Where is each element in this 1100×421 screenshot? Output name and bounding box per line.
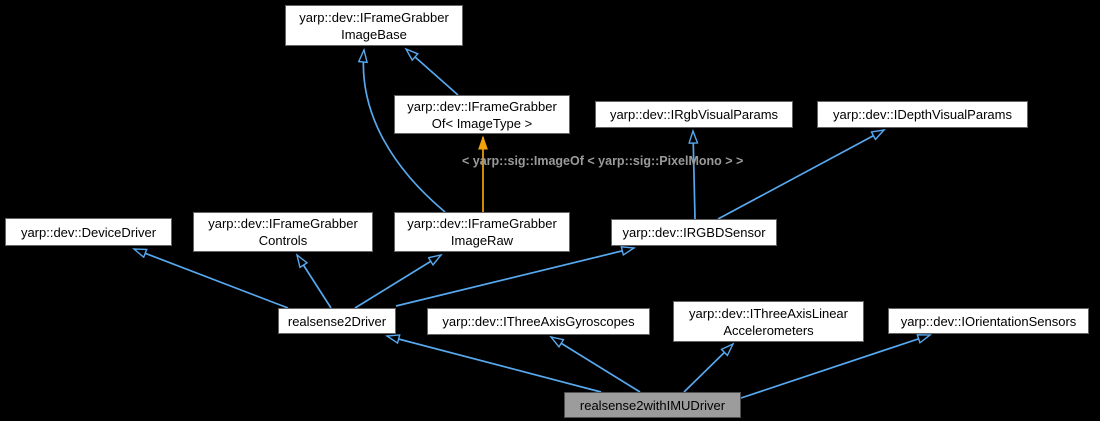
edge-iframegrabberimageraw-to-iframegrabber-imagebase (363, 50, 446, 213)
edge-realsense2withimudriver-to-ithreeaxisgyroscopes (551, 337, 641, 393)
template-args-line1: < yarp::sig::ImageOf (462, 154, 584, 168)
node-label: yarp::dev::IRGBDSensor (622, 225, 766, 240)
edge-realsense2driver-to-iframegrabbercontrols (297, 255, 332, 309)
edge-irgbdsensor-to-idepthvisualparams (717, 130, 884, 220)
node-label: realsense2Driver (287, 313, 387, 329)
node-irgbvisualparams[interactable]: yarp::dev::IRgbVisualParams (595, 101, 793, 128)
node-label: yarp::dev::IFrameGrabber (407, 216, 557, 231)
node-label: yarp::dev::IThreeAxisGyroscopes (442, 314, 635, 329)
node-label: Controls (258, 233, 308, 248)
edge-realsense2withimudriver-to-iorientationsensors (740, 335, 930, 399)
node-label: Accelerometers (723, 322, 814, 338)
edge-irgbdsensor-to-irgbvisualparams (693, 131, 695, 220)
edge-realsense2driver-to-devicedriver (134, 248, 289, 309)
node-label: ImageBase (341, 26, 407, 42)
edge-realsense2withimudriver-to-ithreeaxislinearaccelerometers (683, 344, 733, 393)
node-label: ImageRaw (450, 233, 514, 248)
node-label: yarp::dev::IOrientationSensors (900, 313, 1077, 329)
node-label: yarp::dev::IRgbVisualParams (609, 107, 779, 122)
node-label: yarp::dev::IFrameGrabber (299, 9, 449, 25)
node-label: yarp::dev::IDepthVisualParams (833, 107, 1012, 122)
template-args-label: < yarp::sig::ImageOf < yarp::sig::PixelM… (462, 154, 743, 169)
node-ithreeaxisgyroscopes[interactable]: yarp::dev::IThreeAxisGyroscopes (427, 308, 650, 335)
node-label: yarp::dev::IFrameGrabber (407, 98, 557, 114)
node-label: yarp::dev::IFrameGrabber (208, 216, 358, 231)
edge-realsense2withimudriver-to-realsense2driver (387, 336, 602, 393)
template-args-line2: < yarp::sig::PixelMono > > (587, 154, 744, 168)
node-label: yarp::dev::DeviceDriver (20, 224, 157, 240)
node-idepthvisualparams[interactable]: yarp::dev::IDepthVisualParams (817, 101, 1028, 128)
node-label: realsense2withIMUDriver (579, 397, 726, 413)
node-label: yarp::dev::IThreeAxisLinear (689, 305, 848, 321)
node-iorientationsensors[interactable]: yarp::dev::IOrientationSensors (888, 308, 1089, 334)
edge-iframegrabber-of-to-iframegrabber-imagebase (406, 49, 459, 96)
edge-realsense2driver-to-iframegrabberimageraw (354, 255, 441, 309)
node-devicedriver[interactable]: yarp::dev::DeviceDriver (5, 218, 172, 246)
node-irgbdsensor[interactable]: yarp::dev::IRGBDSensor (611, 219, 777, 246)
node-label: Of< ImageType > (431, 115, 533, 131)
node-realsense2driver[interactable]: realsense2Driver (278, 308, 396, 334)
node-realsense2withimudriver: realsense2withIMUDriver (564, 392, 741, 418)
edge-realsense2driver-to-irgbdsensor (395, 248, 634, 307)
